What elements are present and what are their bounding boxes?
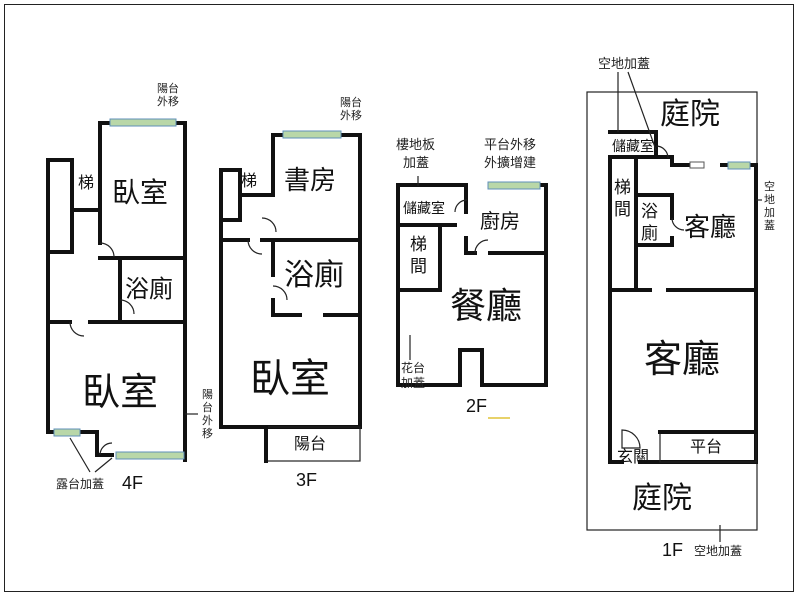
note-line: 平台外移 [484, 138, 536, 153]
room-label: 玄關 [617, 447, 649, 466]
note-line: 外 [202, 414, 213, 427]
door-swing [99, 242, 115, 258]
note-line: 加 [764, 206, 775, 219]
wall [238, 133, 275, 197]
annotation: 平台外移外擴增建 [484, 138, 536, 171]
room-line: 浴 [641, 202, 658, 222]
door-swing [69, 321, 85, 337]
room-label: 庭院 [660, 97, 720, 132]
floor-plan-3f: 書房 梯 浴廁 臥室 陽台 陽台外移 3F [219, 95, 362, 490]
room-label: 廚房 [480, 209, 520, 233]
door-swing [671, 217, 685, 231]
drawing-frame [4, 4, 794, 592]
note-line: 陽 [202, 388, 213, 401]
annotation: 樓地板加蓋 [396, 138, 435, 171]
leader-line [69, 437, 91, 473]
room-label: 臥室 [250, 356, 330, 402]
room-line: 梯 [410, 235, 427, 255]
annotation: 花台加蓋 [401, 360, 425, 390]
window [282, 130, 342, 139]
note-line: 空 [764, 179, 775, 193]
room-label: 儲藏室 [403, 200, 445, 217]
annotation: 露台加蓋 [56, 476, 104, 491]
annotation: 陽台外移 [157, 81, 179, 108]
floor-label: 2F [466, 396, 487, 416]
window [115, 451, 185, 460]
note-line: 台 [202, 400, 213, 414]
room-label: 浴廁 [641, 202, 658, 244]
room-label: 臥室 [112, 176, 168, 209]
window [727, 161, 751, 170]
floor-label: 1F [662, 540, 683, 560]
wall [70, 121, 102, 212]
wall [396, 223, 442, 292]
room-label: 陽台 [294, 434, 326, 453]
wall [271, 238, 362, 317]
wall [608, 130, 758, 464]
window [689, 161, 705, 169]
room-label: 儲藏室 [612, 138, 654, 155]
door-swing [474, 239, 489, 254]
annotation: 空地加蓋 [764, 179, 775, 232]
room-label: 客廳 [684, 213, 736, 243]
door-swing [247, 239, 263, 255]
room-label: 客廳 [644, 337, 720, 381]
leader-line [627, 71, 657, 151]
note-line: 加蓋 [401, 376, 425, 390]
window [53, 428, 81, 437]
door-swing [261, 217, 277, 233]
room-label: 梯間 [410, 235, 427, 277]
note-line: 蓋 [764, 219, 775, 232]
note-line: 花台 [401, 360, 425, 375]
floor-plan-1f: 庭院 儲藏室 梯間 浴廁 客廳 客廳 玄關 平台 庭院 空地加蓋 空地加蓋 1F… [586, 57, 775, 560]
floor-label: 4F [122, 473, 143, 493]
note-line: 移 [202, 427, 213, 440]
door-swing [655, 145, 669, 159]
door-swing [272, 285, 288, 301]
wall [438, 183, 548, 255]
room-label: 梯 [241, 171, 257, 190]
annotation: 陽台外移 [202, 388, 213, 440]
note-line: 外移 [157, 95, 179, 108]
floor-plan-4f: 臥室 梯 浴廁 臥室 陽台外移 陽台外移 露台加蓋 4F [46, 81, 213, 493]
annotation: 陽台外移 [340, 95, 362, 122]
room-line: 間 [614, 200, 631, 220]
window [109, 118, 177, 127]
wall [46, 158, 74, 254]
note-line: 外移 [340, 109, 362, 122]
room-label: 書房 [284, 166, 336, 196]
leader-line [94, 457, 113, 473]
door-swing [621, 429, 641, 449]
room-label: 浴廁 [284, 258, 344, 293]
note-line: 地 [764, 193, 775, 206]
wall [219, 193, 362, 242]
note-line: 陽台 [157, 81, 179, 95]
window [487, 181, 541, 190]
annotation: 空地加蓋 [694, 544, 742, 558]
door-swing [454, 199, 468, 213]
wall [95, 430, 114, 457]
room-label: 梯間 [614, 178, 631, 220]
room-line: 間 [410, 257, 427, 277]
room-label: 臥室 [82, 370, 158, 414]
annotation: 空地加蓋 [598, 57, 650, 72]
room-label: 梯 [78, 173, 94, 192]
room-label: 浴廁 [125, 275, 173, 303]
room-label: 餐廳 [450, 286, 522, 327]
door-swing [99, 442, 113, 456]
note-line: 外擴增建 [484, 155, 536, 171]
room-line: 梯 [614, 178, 631, 198]
note-line: 樓地板 [396, 138, 435, 153]
note-line: 陽台 [340, 95, 362, 109]
room-label: 平台 [690, 437, 722, 456]
note-line: 加蓋 [403, 156, 429, 171]
wall [46, 256, 187, 324]
door-swing [119, 299, 135, 315]
room-line: 廁 [641, 223, 658, 244]
room-label: 庭院 [632, 481, 692, 516]
floor-label: 3F [296, 470, 317, 490]
floor-plan-2f: 儲藏室 廚房 梯間 餐廳 樓地板加蓋 平台外移外擴增建 花台加蓋 2F [396, 138, 548, 419]
